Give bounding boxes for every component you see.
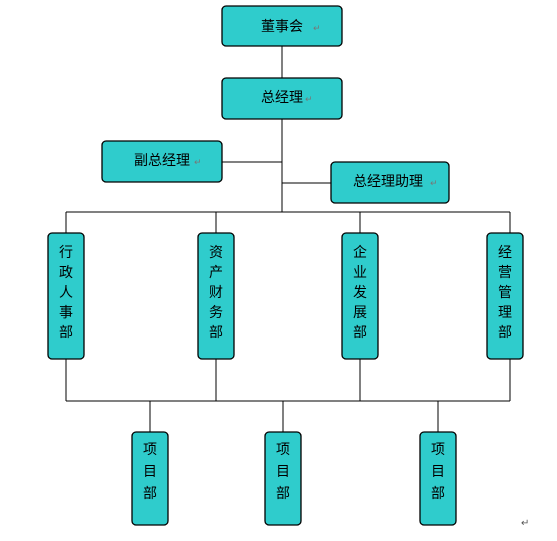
department-node-3: 企业发展部: [341, 232, 379, 360]
gm-assistant-label: 总经理助理: [353, 174, 423, 190]
department-label-3: 企业发展部: [353, 244, 367, 341]
board-return-mark: ↵: [313, 24, 321, 34]
project-label-2: 项目部: [276, 442, 290, 502]
project-label-1: 项目部: [143, 442, 157, 502]
department-label-1: 行政人事部: [59, 245, 73, 341]
project-node-1: 项目部: [131, 431, 169, 526]
project-node-2: 项目部: [264, 431, 302, 526]
department-node-4: 经营管理部: [486, 232, 524, 360]
department-label-4: 经营管理部: [498, 245, 512, 341]
department-node-2: 资产财务部: [197, 232, 235, 360]
project-node-3: 项目部: [419, 431, 457, 526]
deputy-gm-label: 副总经理: [134, 153, 190, 169]
project-label-3: 项目部: [431, 442, 445, 502]
gm-node: 总经理 ↵: [221, 77, 343, 120]
gm-assistant-node: 总经理助理 ↵: [330, 161, 450, 204]
gm-return-mark: ↵: [305, 95, 313, 105]
deputy-gm-return-mark: ↵: [194, 158, 202, 168]
department-node-1: 行政人事部: [47, 232, 85, 360]
gm-label: 总经理: [261, 90, 303, 106]
paragraph-return-mark: ↵: [521, 518, 529, 529]
board-label: 董事会: [261, 19, 303, 35]
department-label-2: 资产财务部: [209, 245, 223, 341]
connector-lines: [65, 46, 511, 432]
gm-assistant-return-mark: ↵: [430, 179, 438, 189]
deputy-gm-node: 副总经理 ↵: [101, 140, 223, 183]
board-node: 董事会 ↵: [221, 5, 343, 47]
